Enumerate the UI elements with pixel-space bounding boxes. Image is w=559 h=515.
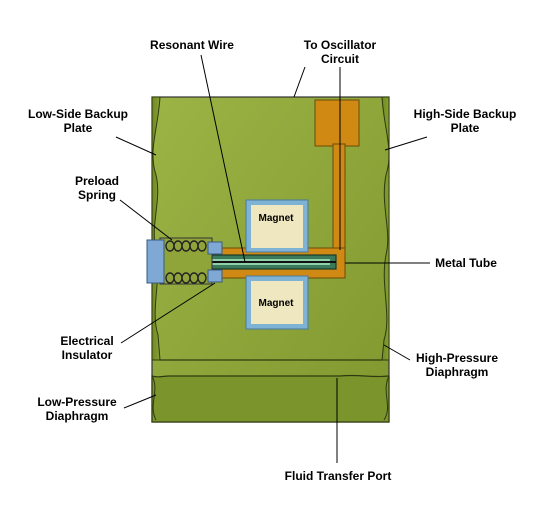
label-electrical-2: Insulator <box>62 348 113 362</box>
label-high-side-backup-2: Plate <box>451 121 480 135</box>
high-side-backup-plate <box>381 96 390 361</box>
lower-plate-right-wave <box>383 375 390 421</box>
label-metal-tube: Metal Tube <box>435 256 497 270</box>
insulator-right-bottom <box>207 269 223 283</box>
magnet-top-label: Magnet <box>259 213 295 224</box>
preload-spring <box>165 240 207 284</box>
insulator-left <box>146 239 165 284</box>
label-low-side-backup-2: Plate <box>64 121 93 135</box>
low-pressure-diaphragm <box>151 374 390 423</box>
label-fluid-transfer-port: Fluid Transfer Port <box>285 469 392 483</box>
label-high-pressure-2: Diaphragm <box>426 365 489 379</box>
insulator-right-top <box>207 241 223 255</box>
label-preload-1: Preload <box>75 174 119 188</box>
label-resonant-wire: Resonant Wire <box>150 38 234 52</box>
label-to-oscillator-2: Circuit <box>321 52 359 66</box>
label-preload-2: Spring <box>78 188 116 202</box>
label-low-pressure-1: Low-Pressure <box>37 395 117 409</box>
label-to-oscillator-1: To Oscillator <box>304 38 377 52</box>
label-low-side-backup-1: Low-Side Backup <box>28 107 128 121</box>
label-low-pressure-2: Diaphragm <box>46 409 109 423</box>
magnet-top <box>251 205 303 248</box>
oscillator-connector-pad <box>314 99 360 147</box>
oscillator-lead-vertical <box>332 143 346 265</box>
lower-plate-left-wave <box>151 375 157 421</box>
label-high-pressure-1: High-Pressure <box>416 351 498 365</box>
magnet-bottom-label: Magnet <box>259 298 295 309</box>
label-high-side-backup-1: High-Side Backup <box>414 107 517 121</box>
spring-housing <box>159 237 213 285</box>
magnet-bottom <box>251 281 303 324</box>
leader-lines <box>115 54 430 463</box>
label-electrical-1: Electrical <box>60 334 113 348</box>
low-side-backup-plate <box>151 96 161 361</box>
